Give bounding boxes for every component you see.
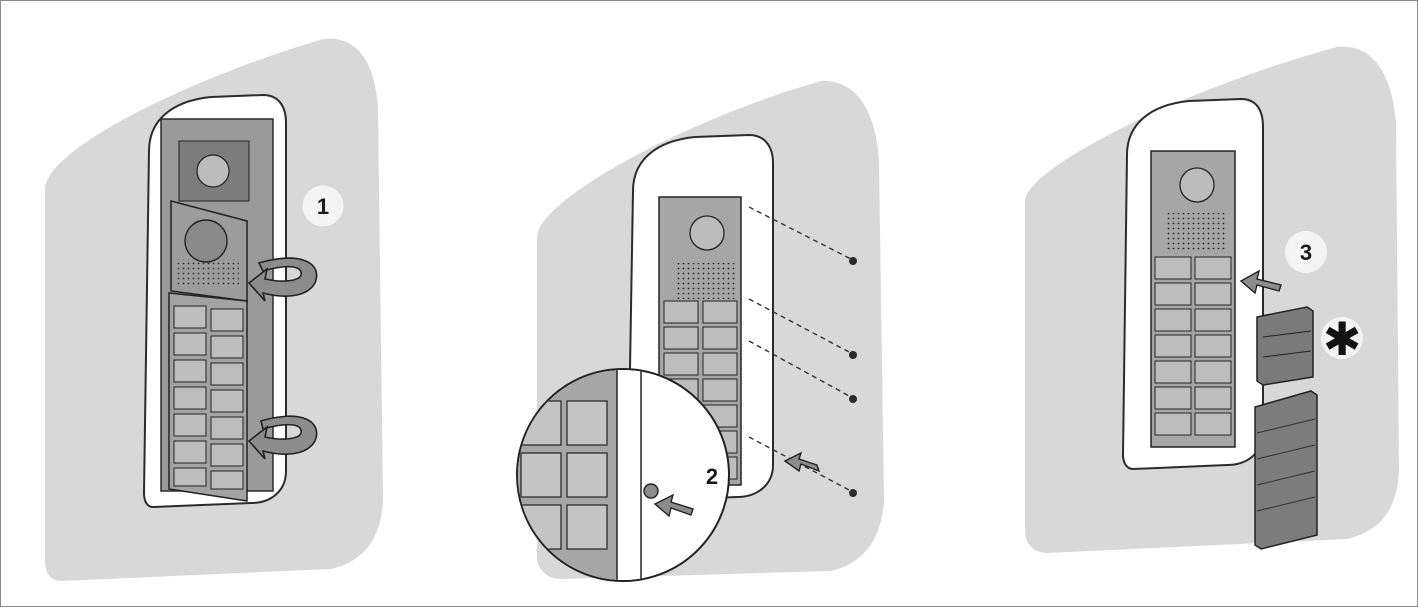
- button-cover-panel: [1254, 390, 1318, 550]
- door-station-frame-3: [1121, 97, 1264, 471]
- step-3-panel: 3 ✱: [1025, 46, 1399, 553]
- nameplate-module: [1256, 306, 1314, 386]
- screw-detail-icon: [643, 483, 659, 499]
- speaker-module-1: [170, 200, 248, 302]
- step-number-2: 2: [706, 464, 718, 489]
- rotate-arrow-icon: [247, 257, 318, 460]
- step-1-panel: 1: [45, 38, 383, 581]
- push-arrow-detail-icon: [653, 493, 694, 518]
- step-number-1: 1: [317, 194, 329, 219]
- asterisk-badge: ✱: [1321, 312, 1363, 366]
- screw-icon: [849, 257, 857, 497]
- push-arrow-icon: [783, 451, 821, 473]
- step-1-badge: 1: [302, 185, 344, 227]
- step-number-3: 3: [1300, 240, 1312, 265]
- insert-arrow-icon: [1239, 269, 1282, 295]
- button-module-1: [168, 292, 248, 502]
- step-3-badge: 3: [1285, 231, 1327, 273]
- step-2-panel: 2: [516, 80, 884, 582]
- asterisk-marker: ✱: [1323, 312, 1362, 366]
